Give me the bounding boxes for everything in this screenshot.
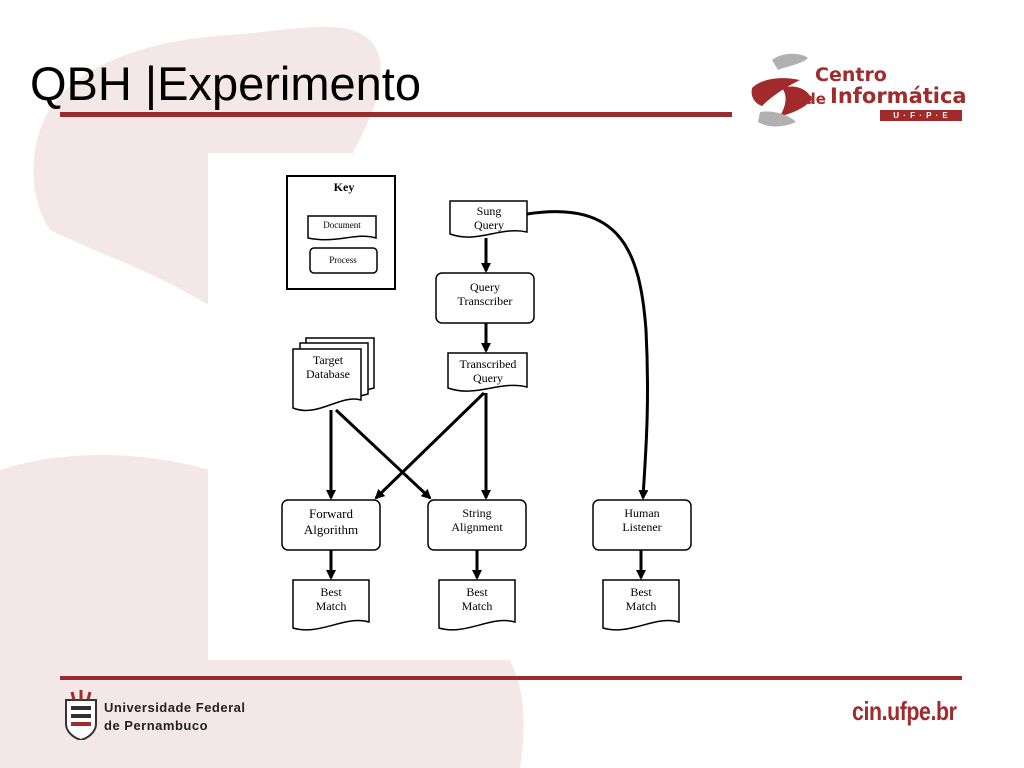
footer-divider [60, 676, 962, 680]
string-alignment-line1: String [462, 506, 491, 520]
forward-algorithm-line1: Forward [309, 506, 354, 521]
diagram-connectors [326, 210, 649, 580]
sung-query-line2: Query [474, 218, 504, 232]
sung-query-line1: Sung [477, 204, 502, 218]
node-transcribed-query: Transcribed Query [447, 352, 528, 392]
best-match-3-line2: Match [626, 599, 657, 613]
target-database-line2: Database [306, 367, 350, 381]
edge-database-to-alignment [334, 408, 432, 500]
best-match-2-line1: Best [466, 585, 488, 599]
university-name-line2: de Pernambuco [104, 718, 209, 733]
best-match-3-line1: Best [630, 585, 652, 599]
transcribed-query-line1: Transcribed [460, 357, 517, 371]
best-match-2-line2: Match [462, 599, 493, 613]
node-forward-algorithm: Forward Algorithm [281, 499, 381, 551]
node-best-match-3: Best Match [602, 579, 680, 631]
node-best-match-2: Best Match [438, 579, 516, 631]
ufpe-crest-icon [65, 690, 97, 740]
key-process-label: Process [329, 255, 357, 265]
node-human-listener: Human Listener [592, 499, 692, 551]
node-string-alignment: String Alignment [427, 499, 527, 551]
human-listener-line1: Human [624, 506, 659, 520]
key-document-label: Document [323, 220, 361, 230]
logo-text-centro: Centro [815, 64, 887, 86]
diagram-key: Key Document Process [286, 175, 396, 290]
cin-logo-icon [751, 53, 812, 127]
logo-text-informatica: Informática [830, 84, 967, 108]
edge-transcribed-to-forward [374, 391, 486, 500]
key-process-shape [309, 247, 378, 274]
node-best-match-1: Best Match [292, 579, 370, 631]
key-title: Key [334, 180, 355, 194]
site-url-link[interactable]: cin.ufpe.br [852, 696, 957, 726]
best-match-1-line1: Best [320, 585, 342, 599]
edge-sung-to-human [526, 210, 649, 500]
transcribed-query-line2: Query [473, 371, 503, 385]
title-divider [60, 112, 732, 117]
forward-algorithm-line2: Algorithm [304, 522, 358, 537]
human-listener-line2: Listener [622, 520, 661, 534]
university-name-line1: Universidade Federal [104, 700, 246, 715]
node-query-transcriber: Query Transcriber [435, 272, 535, 324]
slide-title: QBH |Experimento [30, 57, 421, 110]
best-match-1-line2: Match [316, 599, 347, 613]
node-sung-query: Sung Query [449, 200, 528, 238]
logo-text-de: de [805, 90, 826, 108]
string-alignment-line2: Alignment [451, 520, 503, 534]
query-transcriber-line2: Transcriber [458, 294, 513, 308]
query-transcriber-line1: Query [470, 280, 500, 294]
logo-tag-ufpe: U · F · P · E [880, 110, 962, 121]
key-document-shape [307, 215, 377, 241]
node-target-database: Target Database [292, 337, 375, 412]
target-database-line1: Target [313, 353, 344, 367]
